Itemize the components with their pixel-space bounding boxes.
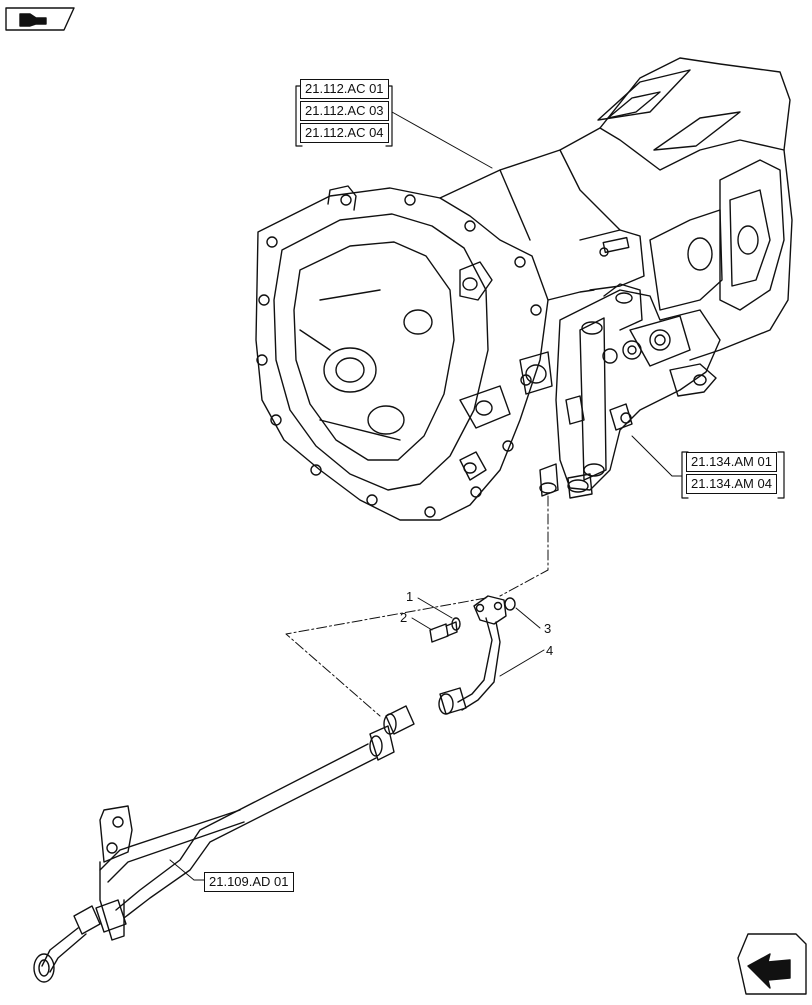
ref-valve-block-2[interactable]: 21.134.AM 04 [686,474,777,494]
control-valve-block [539,283,721,499]
callout-3: 3 [544,621,552,636]
assembly-guide-lines [285,495,549,717]
next-page-arrow-icon[interactable] [737,933,807,995]
exploded-parts [429,595,516,715]
callout-4: 4 [546,643,554,658]
leader-lines [169,111,683,881]
ref-pipe-assembly[interactable]: 21.109.AD 01 [204,872,294,892]
transmission-housing [255,57,793,521]
ref-main-housing-3[interactable]: 21.112.AC 04 [300,123,389,143]
ref-main-housing-1[interactable]: 21.112.AC 01 [300,79,389,99]
ref-main-housing-2[interactable]: 21.112.AC 03 [300,101,389,121]
pipe-assembly [33,705,415,983]
callout-1: 1 [406,589,414,604]
ref-valve-block-1[interactable]: 21.134.AM 01 [686,452,777,472]
book-arrow-icon[interactable] [5,7,75,31]
callout-2: 2 [400,610,408,625]
